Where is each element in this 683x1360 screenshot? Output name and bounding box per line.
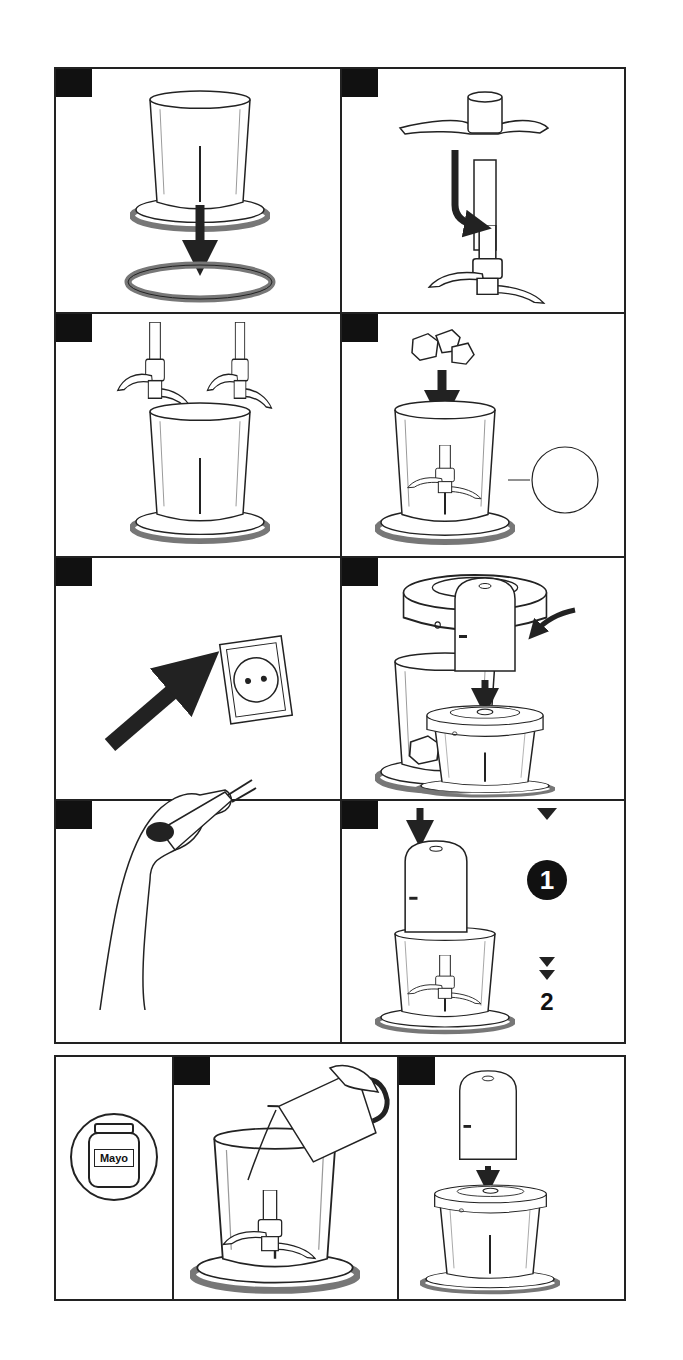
- step-pour-oil: [192, 1059, 398, 1291]
- panel-frames: [55, 68, 625, 1300]
- step-fit-blade: [400, 92, 548, 303]
- step-fit-motor: [417, 578, 553, 796]
- speed-number: 2: [540, 990, 553, 1014]
- step-bowl-on-ring: [128, 91, 272, 299]
- button-one-circle: 1: [527, 860, 567, 900]
- step-add-food: [377, 330, 598, 542]
- step-mayo-motor: [422, 1071, 558, 1292]
- step-plug-in: [100, 636, 292, 1010]
- step-press-button: [377, 808, 557, 1032]
- step-choose-blade: [118, 322, 272, 541]
- mayo-jar-icon: [71, 1114, 157, 1200]
- node-text: 1: [540, 867, 554, 893]
- node-text: Mayo: [100, 1153, 128, 1164]
- step-badges: [56, 69, 435, 1085]
- jar-label: Mayo: [94, 1149, 134, 1167]
